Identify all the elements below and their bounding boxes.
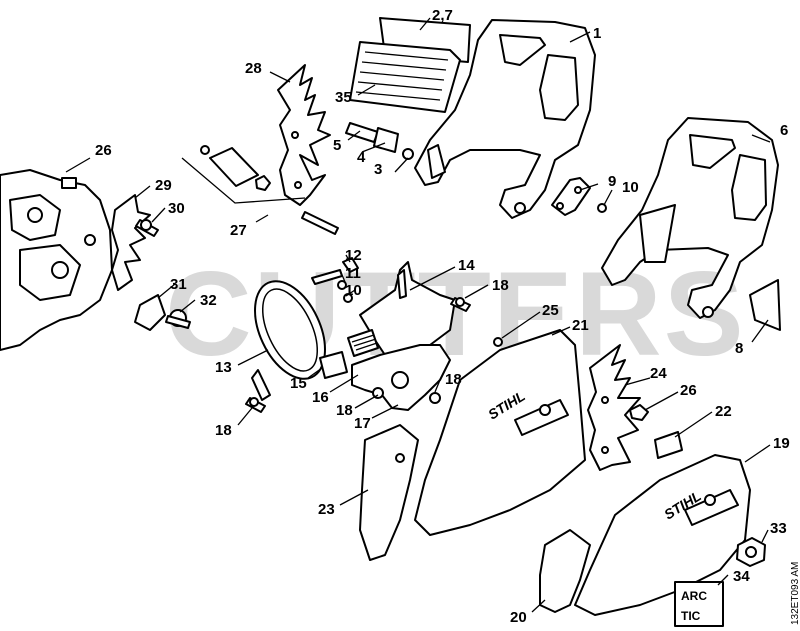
callout-24: 24 [650, 365, 667, 382]
filter-element-part-35 [349, 41, 461, 113]
callout-29: 29 [155, 177, 172, 194]
callout-4: 4 [357, 149, 366, 166]
engine-housing [0, 169, 113, 351]
callout-22: 22 [715, 403, 732, 420]
callout-18-low: 18 [336, 402, 353, 419]
decal-line-1: ARC [681, 589, 707, 603]
watermark: CUTTERS [165, 247, 746, 381]
callout-6: 6 [780, 122, 788, 139]
callout-32: 32 [200, 292, 217, 309]
screw-part-18-top [450, 297, 471, 312]
screw-part-18-band [245, 397, 266, 413]
screw-part-26-lower [629, 404, 649, 421]
bolt-part-5 [345, 122, 379, 143]
callout-14: 14 [458, 257, 475, 274]
callout-21: 21 [572, 317, 589, 334]
callout-20: 20 [510, 609, 527, 626]
callout-10-top: 10 [622, 179, 639, 196]
callout-28: 28 [245, 60, 262, 77]
screw-part-18-housing-right [429, 392, 441, 404]
sleeve-part-15 [319, 351, 348, 379]
callout-27: 27 [230, 222, 247, 239]
decal-part-34: ARC TIC [674, 581, 724, 627]
nut-part-33 [736, 537, 766, 567]
callout-8: 8 [735, 340, 743, 357]
decal-line-2: TIC [681, 609, 701, 623]
callout-18-top: 18 [492, 277, 509, 294]
hand-guard-part-6 [601, 117, 779, 319]
plate-part-8 [749, 279, 781, 331]
callout-26-top: 26 [95, 142, 112, 159]
callout-12: 12 [345, 247, 362, 264]
callout-30: 30 [168, 200, 185, 217]
callout-35: 35 [335, 89, 352, 106]
callout-5: 5 [333, 137, 341, 154]
callout-10-lower: 10 [345, 282, 362, 299]
brake-housing-part-17 [351, 344, 451, 411]
insert-part-22 [654, 431, 683, 459]
callout-11: 11 [345, 265, 361, 282]
screw-part-18-housing-left [372, 387, 384, 399]
spring-part-16 [347, 329, 379, 357]
washer-part-11 [337, 280, 347, 290]
bumper-spike-part-29 [111, 194, 151, 291]
screw-part-30 [135, 219, 159, 237]
callout-34: 34 [733, 568, 750, 585]
sprocket-cover-part-21: STIHL [414, 329, 586, 536]
sleeve-part-4 [373, 127, 399, 153]
callout-3: 3 [374, 161, 382, 178]
ring-part-10-upper [597, 203, 607, 213]
callout-18-mid: 18 [445, 371, 462, 388]
lever-part-9 [551, 177, 591, 216]
plate-part-31 [134, 294, 166, 331]
callout-23: 23 [318, 501, 335, 518]
callout-19: 19 [773, 435, 790, 452]
bumper-spike-part-24 [587, 344, 641, 471]
callout-25: 25 [542, 302, 559, 319]
sprocket-cover-part-19: STIHL [574, 454, 751, 616]
spacer-assembly-part-27 [181, 145, 339, 235]
nut-part-3 [402, 148, 414, 160]
leader-lines [65, 17, 771, 613]
hand-guard-part-1 [414, 19, 596, 219]
screw-part-32 [165, 309, 191, 329]
reference-code: 132ET093 AM [790, 562, 800, 625]
callout-31: 31 [170, 276, 187, 293]
callout-15: 15 [290, 375, 307, 392]
callout-16: 16 [312, 389, 329, 406]
bumper-spike-part-28 [277, 64, 331, 206]
callout-13: 13 [215, 359, 232, 376]
callout-1: 1 [593, 25, 601, 42]
chain-guard-part-20 [539, 529, 591, 613]
callout-2-7: 2,7 [432, 7, 453, 24]
chain-guard-part-23 [359, 424, 419, 561]
callout-17: 17 [354, 415, 371, 432]
callout-26-lower: 26 [680, 382, 697, 399]
callout-18-band: 18 [215, 422, 232, 439]
screw-part-25 [493, 337, 503, 347]
brake-band-part-13 [251, 269, 343, 401]
callout-9: 9 [608, 173, 616, 190]
callouts: 1 2,7 35 28 5 4 3 26 29 30 27 6 9 10 12 … [95, 7, 790, 626]
callout-33: 33 [770, 520, 787, 537]
